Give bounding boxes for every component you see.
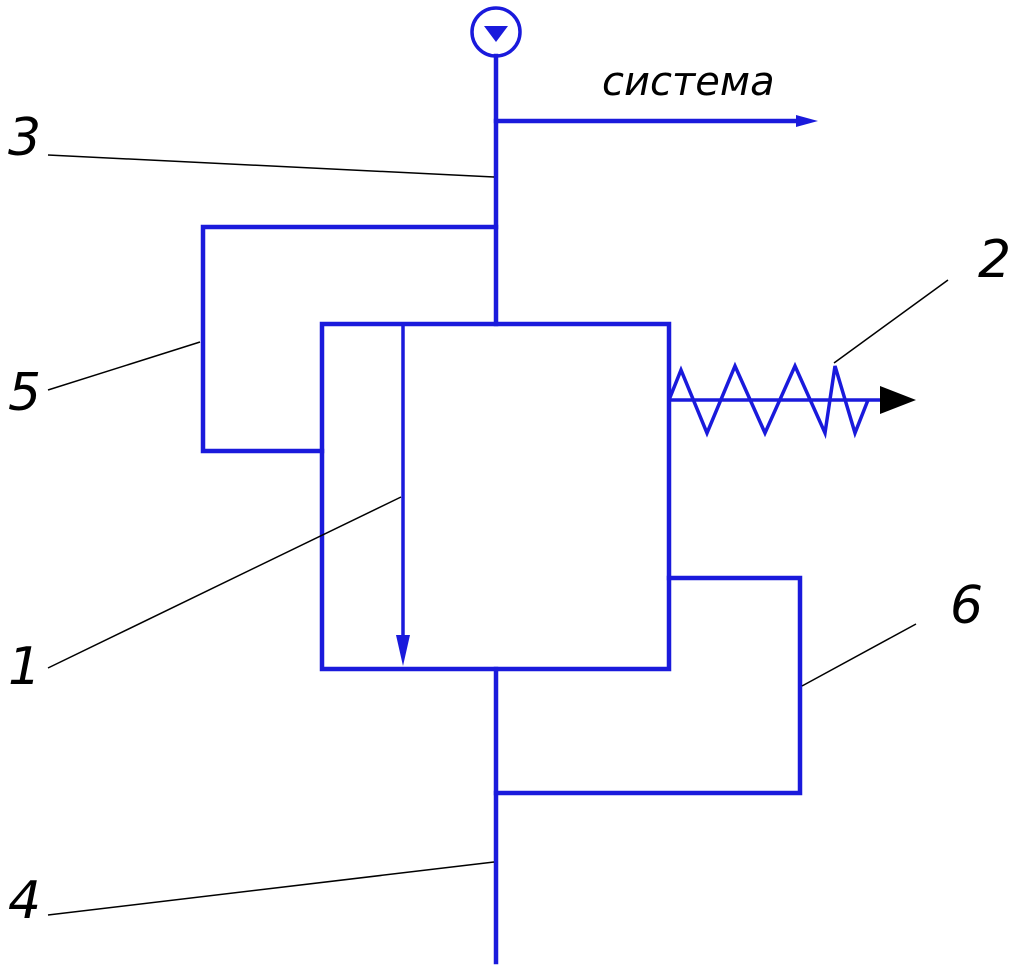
valve-body [319,321,672,672]
leader-4 [47,861,495,916]
spring-symbol [667,361,916,440]
label-1: 1 [8,637,41,697]
leader-lines [47,154,949,916]
label-4: 4 [8,871,41,931]
leader-5 [47,341,201,391]
label-6: 6 [950,576,983,636]
pilot-line-lower [493,575,803,796]
leader-2 [833,279,949,364]
pilot-line-upper [200,224,499,454]
leader-1 [47,496,402,669]
label-2: 2 [978,230,1011,290]
leader-6 [801,623,917,687]
label-5: 5 [8,363,41,423]
system-branch [493,115,818,127]
internal-flow-arrow [396,324,410,666]
label-3: 3 [8,108,41,168]
system-flow-label: система [602,59,775,105]
pressure-source-symbol [470,6,522,58]
leader-3 [47,154,495,178]
